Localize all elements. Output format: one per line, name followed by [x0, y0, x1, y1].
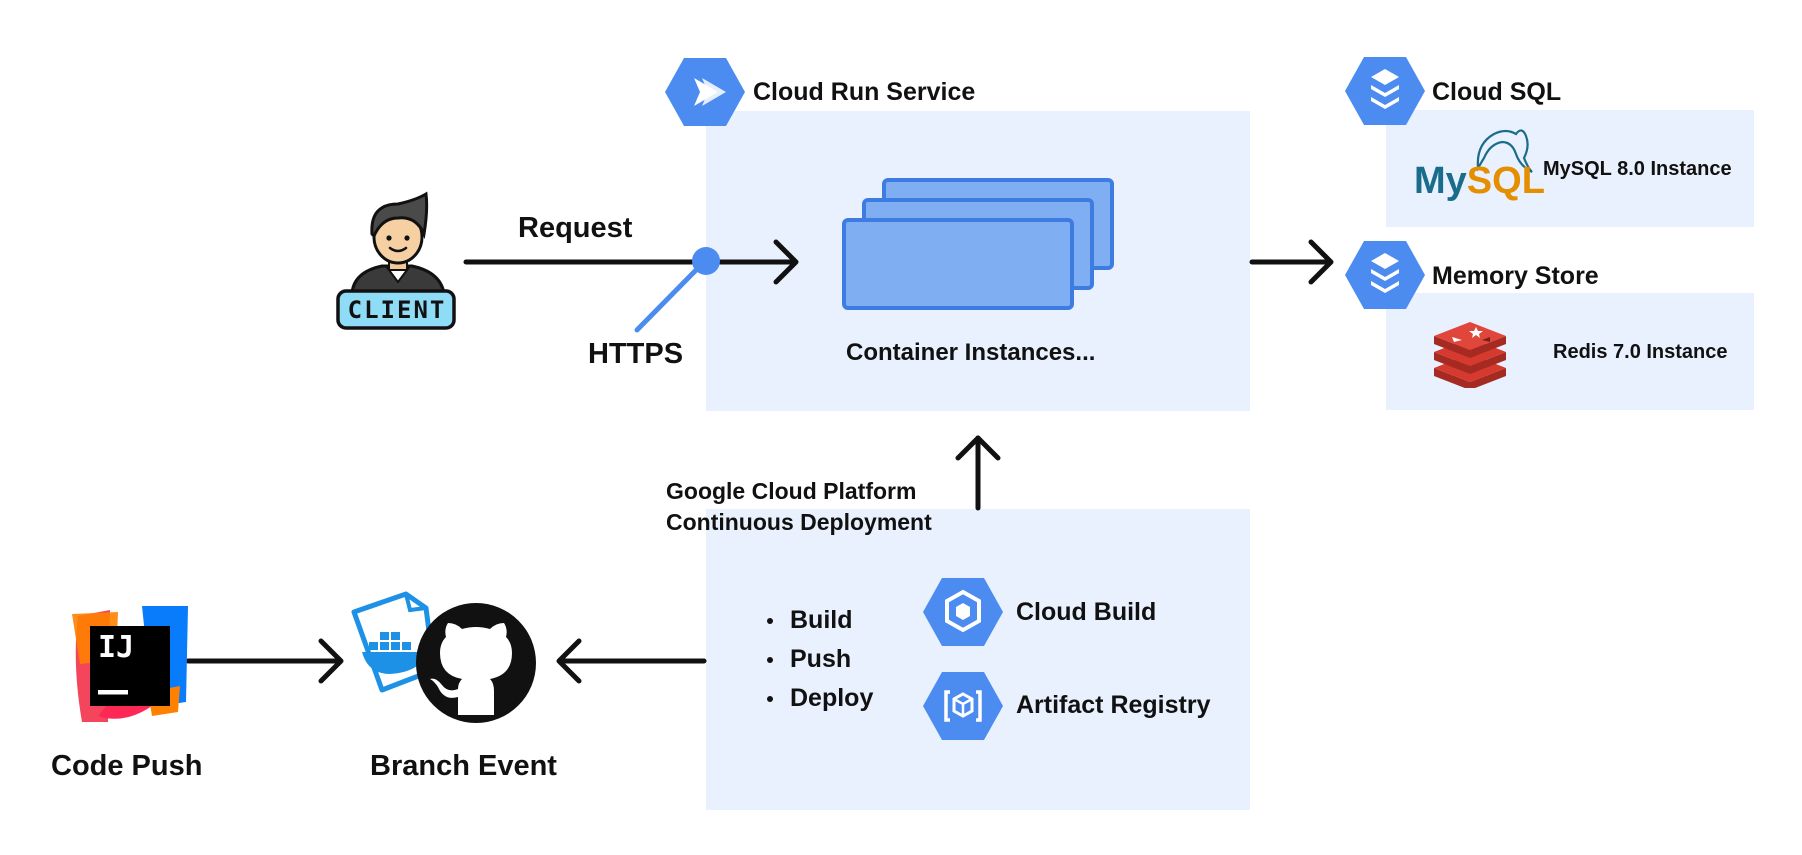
container-instances-icon: [842, 178, 1114, 310]
client-person-icon: [336, 191, 456, 330]
memory-store-icon: [1345, 241, 1425, 309]
docker-file-icon: [351, 591, 436, 693]
gcp-cd-panel: [706, 509, 1250, 810]
step-push: Push: [764, 640, 873, 679]
gcp-cd-title-line1: Google Cloud Platform: [666, 478, 917, 504]
request-arrow-head: [773, 239, 799, 285]
mysql-instance-label: MySQL 8.0 Instance: [1543, 158, 1732, 180]
cloud-run-icon: [665, 58, 745, 126]
https-label: HTTPS: [588, 338, 684, 370]
step-build: Build: [764, 601, 873, 640]
gcp-cd-title-line2: Continuous Deployment: [666, 509, 932, 535]
cloud-sql-icon: [1345, 57, 1425, 125]
artifact-registry-label: Artifact Registry: [1016, 691, 1211, 719]
cloud-sql-panel: [1386, 110, 1754, 227]
deployment-steps-list: Build Push Deploy: [764, 601, 873, 718]
redis-instance-label: Redis 7.0 Instance: [1553, 341, 1728, 363]
redis-icon: [1434, 322, 1506, 388]
request-label: Request: [518, 212, 633, 244]
cloud-build-icon: [923, 578, 1003, 646]
db-arrow-head: [1308, 239, 1334, 285]
cloud-run-title: Cloud Run Service: [753, 78, 976, 106]
cloud-sql-title: Cloud SQL: [1432, 78, 1562, 106]
https-dot: [692, 247, 720, 275]
cloud-build-label: Cloud Build: [1016, 598, 1157, 626]
artifact-registry-icon: [923, 672, 1003, 740]
cd-to-branch-arrow-head: [556, 638, 582, 684]
memory-store-title: Memory Store: [1432, 262, 1599, 290]
push-arrow-head: [318, 638, 344, 684]
client-badge-text: CLIENT: [347, 296, 447, 324]
code-push-label: Code Push: [51, 750, 203, 782]
step-deploy: Deploy: [764, 679, 873, 718]
github-icon: [416, 603, 536, 723]
https-line: [634, 263, 703, 333]
mysql-dolphin-icon: [1476, 129, 1533, 173]
intellij-idea-icon: [72, 606, 188, 722]
ide-logo-text: IJ: [98, 630, 135, 665]
mysql-logo-text: MySQL: [1414, 160, 1545, 202]
deploy-up-arrow-head: [955, 435, 1001, 461]
branch-event-label: Branch Event: [370, 750, 557, 782]
container-instances-caption: Container Instances...: [846, 339, 1096, 366]
